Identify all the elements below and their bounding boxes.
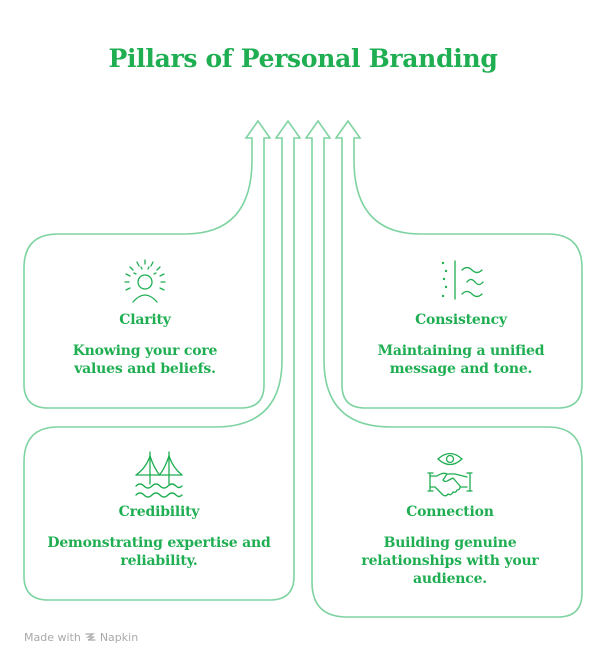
person-radiating-icon (124, 259, 166, 303)
pillar-description: Building genuine relationships with your… (361, 535, 539, 587)
pillar-card-consistency: Consistency Maintaining a unified messag… (350, 258, 572, 378)
footer-prefix: Made with (24, 631, 81, 644)
pillar-card-clarity: Clarity Knowing your core values and bel… (34, 258, 256, 378)
footer-attribution: Made with Napkin (24, 631, 138, 644)
pillar-label: Consistency (415, 312, 507, 328)
napkin-logo-icon (85, 633, 96, 641)
arrow-credibility (23, 119, 302, 601)
bridge-over-water-icon (135, 451, 183, 498)
dots-line-waves-icon (441, 260, 484, 300)
pillar-card-credibility: Credibility Demonstrating expertise and … (34, 450, 284, 570)
pillar-card-connection: Connection Building genuine relationship… (330, 450, 570, 588)
footer-brand: Napkin (99, 631, 139, 644)
pillar-label: Connection (406, 504, 494, 520)
arrow-connection (304, 119, 583, 618)
pillar-description: Knowing your core values and beliefs. (72, 343, 218, 377)
diagram-title: Pillars of Personal Branding (108, 44, 498, 73)
pillar-label: Clarity (119, 312, 171, 328)
eye-handshake-icon (427, 452, 473, 497)
pillar-description: Maintaining a unified message and tone. (377, 343, 545, 377)
arrow-clarity (23, 119, 272, 409)
arrow-consistency (334, 119, 583, 409)
pillar-description: Demonstrating expertise and reliability. (47, 535, 271, 569)
pillar-label: Credibility (118, 504, 200, 520)
